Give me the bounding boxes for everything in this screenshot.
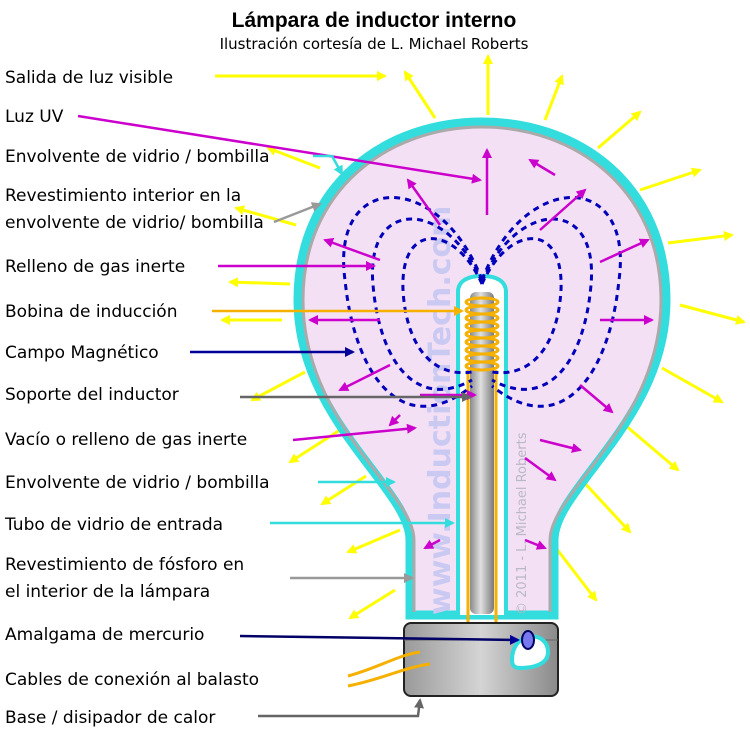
callout-lines xyxy=(77,114,520,718)
label-vacuum-fill: Vacío o relleno de gas inerte xyxy=(5,430,247,450)
label-magnetic-field: Campo Magnético xyxy=(5,343,159,363)
label-inner-coating-line2: envolvente de vidrio/ bombilla xyxy=(5,213,264,233)
diagram-subtitle: Ilustración cortesía de L. Michael Rober… xyxy=(220,35,529,53)
uv-rays xyxy=(308,148,654,550)
label-glass-envelope-lower: Envolvente de vidrio / bombilla xyxy=(5,473,270,493)
label-inlet-tube: Tubo de vidrio de entrada xyxy=(4,515,223,535)
label-ballast-cables: Cables de conexión al balasto xyxy=(5,670,259,690)
visible-light-rays xyxy=(215,54,746,620)
copyright-text: © 2011 - L. Michael Roberts xyxy=(515,432,530,615)
magnetic-field-lines xyxy=(342,196,622,408)
label-uv-light: Luz UV xyxy=(5,107,64,127)
label-visible-light: Salida de luz visible xyxy=(5,68,173,88)
label-inner-coating-line1: Revestimiento interior en la xyxy=(5,186,241,206)
label-phosphor-line2: el interior de la lámpara xyxy=(5,582,210,602)
label-base-heatsink: Base / disipador de calor xyxy=(5,708,215,728)
label-inert-gas: Relleno de gas inerte xyxy=(5,257,185,277)
label-induction-coil: Bobina de inducción xyxy=(5,302,177,322)
phosphor-coating xyxy=(301,125,663,612)
mercury-amalgam xyxy=(509,630,551,671)
label-inductor-support: Soporte del inductor xyxy=(5,385,179,405)
label-glass-envelope-top: Envolvente de vidrio / bombilla xyxy=(5,147,270,167)
ballast-cables xyxy=(347,650,431,688)
label-phosphor-line1: Revestimiento de fósforo en xyxy=(5,555,244,575)
inductor-support-rod xyxy=(470,292,494,614)
label-mercury-amalgam: Amalgama de mercurio xyxy=(5,625,204,645)
labels: Salida de luz visible Luz UV Envolvente … xyxy=(4,68,270,728)
diagram-title: Lámpara de inductor interno xyxy=(232,9,517,32)
watermark-text: www.InductionTech.com xyxy=(423,206,458,615)
